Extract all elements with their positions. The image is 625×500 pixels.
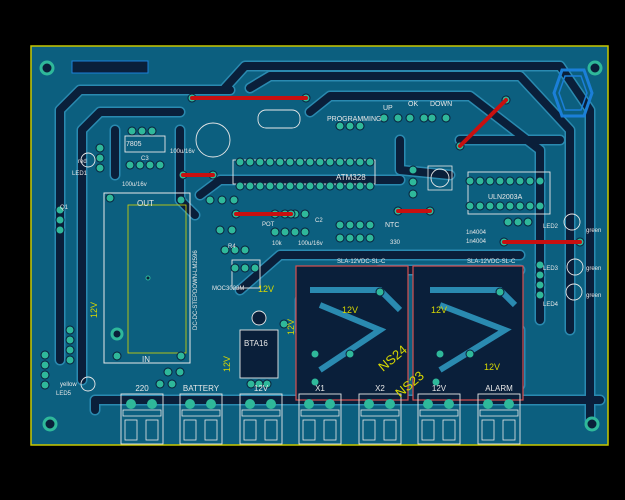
label-out: OUT [137, 199, 154, 208]
buzzer [430, 168, 450, 188]
label-c2: C2 [315, 218, 323, 224]
label-12v-f: 12V [222, 356, 232, 372]
triac-bta16 [239, 329, 279, 379]
terminal-block [358, 393, 402, 445]
ic-moc3023 [231, 259, 261, 289]
terminal-label: X2 [375, 384, 385, 393]
label-12v-g: 12V [286, 319, 296, 335]
label-dcdc: DC-DC-STEPDOWN-LM2596 [193, 250, 199, 330]
label-7805: 7805 [126, 141, 142, 148]
label-d4004-b: 1n4004 [466, 239, 487, 245]
label-led4: LED4 [543, 302, 559, 308]
terminal-blocks [120, 393, 521, 445]
terminal-label: 12V [432, 384, 447, 393]
terminal-label: X1 [315, 384, 325, 393]
label-ntc: NTC [385, 222, 399, 229]
label-down: DOWN [430, 101, 452, 108]
label-relay1: SLA-12VDC-SL-C [337, 259, 386, 265]
ic-uln2003 [467, 171, 551, 215]
terminal-block [239, 393, 283, 445]
label-r330: 330 [390, 240, 401, 246]
label-q1: Q1 [60, 205, 69, 211]
label-r4: R4 [228, 244, 236, 250]
label-pot: POT [262, 222, 275, 228]
leds [80, 152, 584, 392]
pads [40, 93, 585, 390]
label-green-a: green [586, 228, 601, 234]
terminal-label: 220 [135, 384, 149, 393]
label-r10k: 10k [272, 241, 283, 247]
label-up: UP [383, 105, 393, 112]
label-c3: C3 [141, 156, 149, 162]
triac-hole [251, 310, 267, 326]
label-programming: PROGRAMMING [327, 116, 381, 123]
terminal-label: 12V [254, 384, 269, 393]
regulator-7805 [124, 135, 166, 153]
brand-logo [552, 68, 594, 118]
label-led3: LED3 [543, 266, 559, 272]
label-led1: LED1 [72, 171, 88, 177]
label-green-c: green [586, 293, 601, 299]
label-12v-e: 12V [484, 362, 500, 372]
label-atm328: ATM328 [336, 173, 366, 182]
label-uln2003: ULN2003A [488, 194, 523, 201]
terminal-block [120, 393, 164, 445]
capacitor-c1 [195, 122, 231, 158]
dcdc-module [103, 192, 191, 364]
relay-2 [412, 265, 524, 401]
label-12v-c: 12V [342, 305, 358, 315]
label-relay2: SLA-12VDC-SL-C [467, 259, 516, 265]
label-12v-d: 12V [431, 305, 447, 315]
crystal [257, 109, 301, 129]
terminal-block [298, 393, 342, 445]
terminal-block [179, 393, 223, 445]
label-moc: MOC3023M [212, 286, 244, 292]
label-yellow: yellow [60, 382, 77, 388]
label-d4004-a: 1n4004 [466, 230, 487, 236]
label-in: IN [142, 355, 150, 364]
label-12v-a: 12V [89, 302, 99, 318]
button-body [427, 165, 453, 191]
label-red: red [78, 159, 87, 165]
label-bta16: BTA16 [244, 339, 268, 348]
label-ok: OK [408, 101, 418, 108]
terminal-block [477, 393, 521, 445]
terminal-labels: 220 BATTERY 12V X1 X2 12V ALARM [135, 384, 513, 393]
title-box [71, 60, 149, 74]
dcdc-inner-outline [127, 204, 187, 354]
label-green-b: green [586, 266, 601, 272]
label-cap-c: 100u/16v [298, 241, 323, 247]
copper-traces [54, 60, 606, 426]
label-12v-b: 12V [258, 284, 274, 294]
label-cap-b: 100u/16v [122, 182, 147, 188]
terminal-block [417, 393, 461, 445]
terminal-label: BATTERY [183, 384, 220, 393]
label-led5: LED5 [56, 391, 72, 397]
terminal-label: ALARM [485, 384, 513, 393]
label-led2: LED2 [543, 224, 559, 230]
mounting-holes [39, 60, 603, 432]
label-cap-a: 100u/16v [170, 149, 195, 155]
jumper-wires [181, 96, 582, 244]
